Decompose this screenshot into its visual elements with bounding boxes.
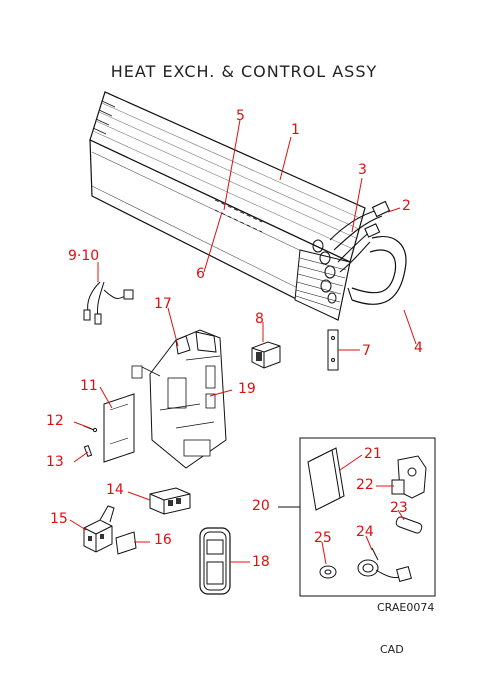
callout-14: 14 bbox=[106, 482, 124, 498]
callout-15: 15 bbox=[50, 511, 68, 527]
part-14-terminal-block bbox=[149, 487, 191, 515]
callout-6: 6 bbox=[196, 266, 205, 282]
figure-code: CRAE0074 bbox=[377, 601, 435, 614]
callout-4: 4 bbox=[414, 340, 423, 356]
part-15-connector bbox=[83, 505, 115, 553]
part-17-control-box bbox=[131, 329, 227, 469]
callout-24: 24 bbox=[356, 524, 374, 540]
leader-lines bbox=[69, 119, 417, 565]
part-24-elbow bbox=[357, 547, 412, 582]
heat-exchanger bbox=[89, 91, 366, 321]
callout-9-10: 9·10 bbox=[68, 248, 100, 264]
part-22-holder bbox=[391, 455, 427, 499]
callout-21: 21 bbox=[364, 446, 382, 462]
part-8-switch bbox=[251, 341, 281, 369]
part-18-remote bbox=[199, 527, 231, 595]
callout-3: 3 bbox=[358, 162, 367, 178]
wire-harness bbox=[83, 281, 134, 325]
callout-22: 22 bbox=[356, 477, 374, 493]
callout-23: 23 bbox=[390, 500, 408, 516]
callout-13: 13 bbox=[46, 454, 64, 470]
parts-12-13-pins bbox=[83, 425, 98, 458]
part-16-label bbox=[115, 531, 137, 555]
callout-8: 8 bbox=[255, 311, 264, 327]
callout-5: 5 bbox=[236, 108, 245, 124]
callout-7: 7 bbox=[362, 343, 371, 359]
part-21-manual bbox=[307, 447, 345, 511]
callout-11: 11 bbox=[80, 378, 98, 394]
refrigerant-piping bbox=[329, 200, 407, 305]
callout-19: 19 bbox=[238, 381, 256, 397]
cad-label: CAD bbox=[380, 643, 404, 656]
callout-16: 16 bbox=[154, 532, 172, 548]
part-23-clamp bbox=[395, 516, 423, 534]
page-title: HEAT EXCH. & CONTROL ASSY bbox=[110, 62, 378, 81]
accessory-box bbox=[278, 437, 436, 597]
callout-12: 12 bbox=[46, 413, 64, 429]
callout-25: 25 bbox=[314, 530, 332, 546]
callout-20: 20 bbox=[252, 498, 270, 514]
callout-18-lower: 18 bbox=[252, 554, 270, 570]
part-7-bracket bbox=[327, 329, 339, 371]
callout-1: 1 bbox=[291, 122, 300, 138]
part-25-washer bbox=[319, 565, 337, 579]
callout-2: 2 bbox=[402, 198, 411, 214]
callout-17: 17 bbox=[154, 296, 172, 312]
part-11-board bbox=[103, 393, 135, 463]
